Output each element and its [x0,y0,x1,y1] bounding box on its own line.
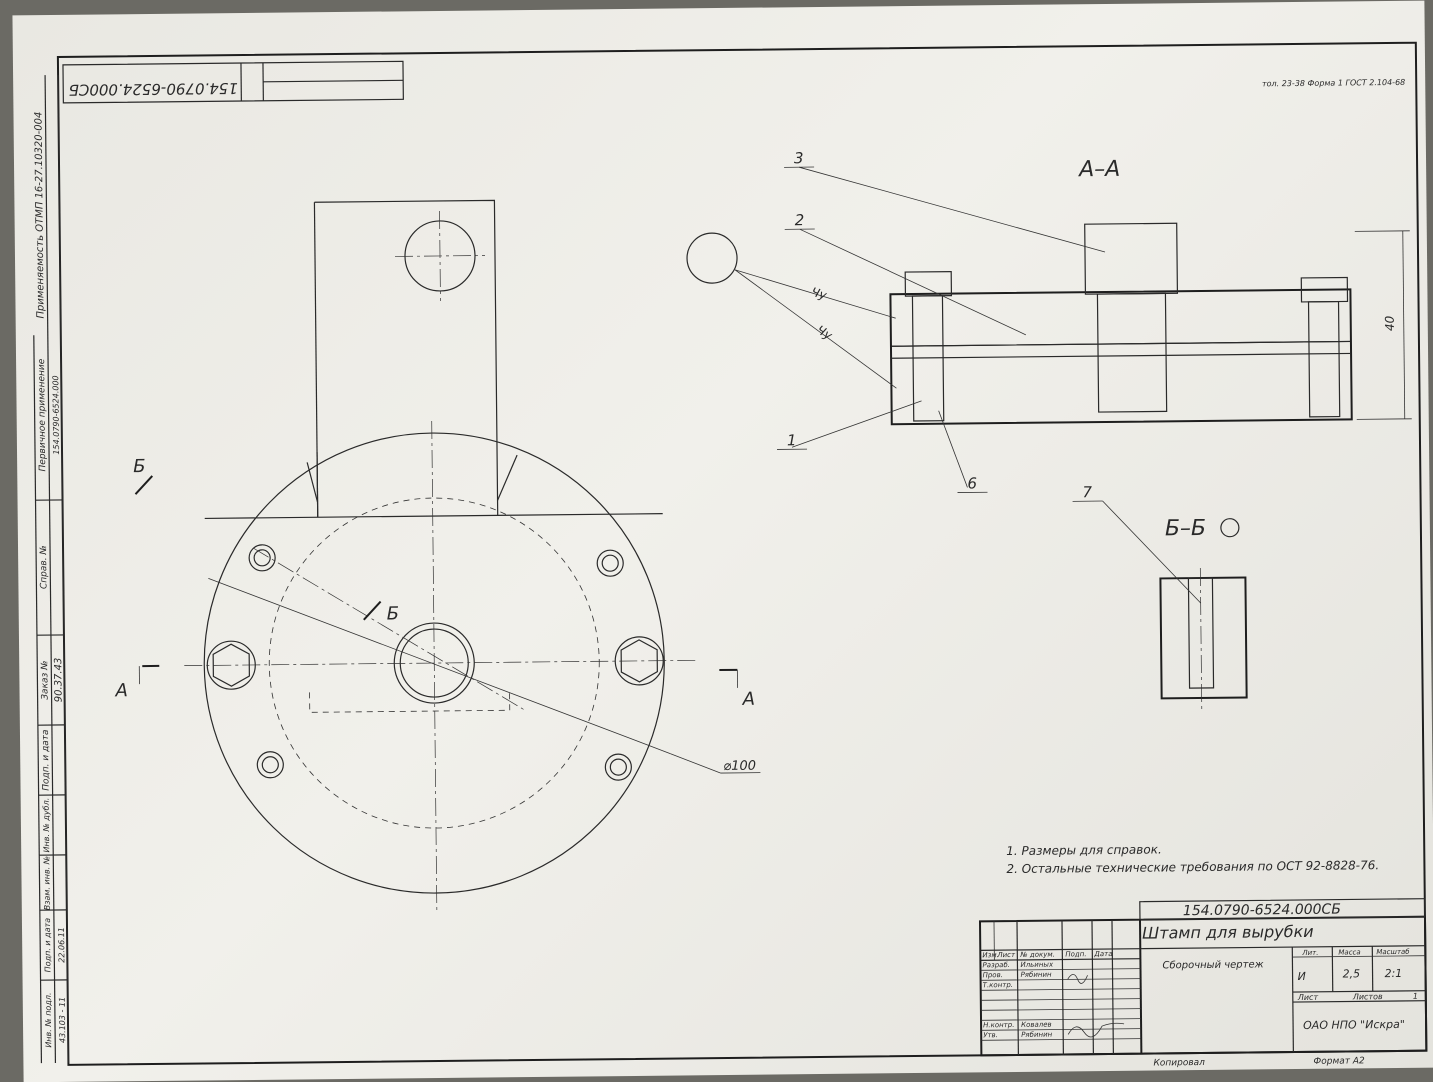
title-block: Изм. Лист № докум. Подп. Дата Разраб. Ил… [980,899,1427,1071]
pin-bottom-right [605,754,631,780]
pin-top-right [597,550,623,576]
strip-order-value: 90.37.43 [53,658,64,703]
balloon-2: 2 [795,211,805,229]
balloon-6: 6 [967,474,977,492]
top-right-note: тол. 23-38 Форма 1 ГОСТ 2.104-68 [1262,78,1405,88]
tb-org: ОАО НПО "Искра" [1303,1018,1405,1032]
pin-bottom-left [257,752,283,778]
tb-name-check: Рябинин [1021,971,1053,979]
strip-applicability: Применяемость ОТМП 16-27.10320-004 [33,112,46,319]
roughness-circle [687,233,738,284]
strip-sign-date: Подп. и дата [41,729,52,790]
tb-sheets-value: 1 [1413,992,1418,1001]
section-bb-title: Б–Б [1165,516,1206,541]
strip-primary-use: Первичное применение [37,358,48,471]
tb-lit-label: Лит. [1301,949,1318,957]
tb-col-doc: № докум. [1019,951,1055,959]
balloon-1: 1 [787,431,797,449]
tb-doc-type: Сборочный чертеж [1162,958,1263,971]
tb-designation: 154.0790-6524.000СБ [1183,902,1341,920]
signature-ncontrol [1068,1023,1124,1037]
strip-inv-orig-value: 43.103 - 11 [58,997,67,1043]
section-b-b: Б–Б [1103,500,1247,714]
tb-role-ncontrol: Н.контр. [983,1021,1014,1029]
tb-name-approve: Рябинин [1021,1031,1053,1039]
tb-mass-label: Масса [1338,948,1360,956]
pin-top-left [249,545,275,571]
left-margin-strip: Первичное применение 154.0790-6524.000 П… [31,75,68,1063]
cut-a-right: А [742,689,756,710]
cut-b-top: Б [133,456,146,477]
strip-ref-label: Справ. № [39,545,49,589]
technical-notes: 1. Размеры для справок. 2. Остальные тех… [1006,840,1379,876]
margin-stamp: 154.0790-6524.000СБ [63,61,403,103]
tb-name: Штамп для вырубки [1142,922,1314,943]
drawing-sheet: 154.0790-6524.000СБ тол. 23-38 Форма 1 Г… [12,1,1433,1082]
tb-mass-value: 2,5 [1342,967,1360,980]
tb-name-ncontrol: Ковалев [1021,1021,1052,1029]
tb-scale-label: Масштаб [1376,948,1410,956]
strip-date-value: 22.06.11 [57,927,66,963]
cut-b-center: Б [387,603,400,624]
punch-head [1085,223,1178,294]
tb-scale-value: 2:1 [1384,967,1402,980]
margin-stamp-number: 154.0790-6524.000СБ [68,79,238,99]
tb-lit-value: И [1298,970,1306,983]
strip-inv-replace: Взам. инв. № [42,856,52,910]
note-1: 1. Размеры для справок. [1006,842,1162,858]
tb-col-list: Лист [996,951,1016,959]
diameter-label: ⌀100 [723,759,756,774]
punch-body [1097,293,1166,412]
dimension-40: 40 [1383,315,1397,331]
strip-sign-date-2: Подп. и дата [43,918,53,973]
section-bb-rotate-mark [1221,519,1239,537]
strip-primary-use-value: 154.0790-6524.000 [51,375,61,454]
tb-role-tcontrol: Т.контр. [983,981,1013,989]
tb-col-sign: Подп. [1065,950,1086,958]
balloon-7: 7 [1082,483,1092,501]
tb-name-dev: Ильиных [1020,961,1054,969]
tb-role-dev: Разраб. [982,961,1010,969]
cut-a-left: А [114,680,128,701]
tb-col-date: Дата [1093,950,1112,958]
strip-order-label: Заказ № [40,660,50,699]
strip-inv-orig: Инв. № подл. [44,992,54,1047]
section-aa-title: А–А [1077,157,1120,182]
assembly-drawing: 154.0790-6524.000СБ тол. 23-38 Форма 1 Г… [12,1,1433,1082]
strip-inv-dubl: Инв. № дубл. [42,798,52,853]
plan-view: ⌀100 А А Б Б [109,198,761,915]
tb-format: Формат A2 [1313,1056,1365,1067]
tb-role-check: Пров. [983,971,1003,979]
tb-sheets-label: Листов [1352,992,1383,1001]
roughness-label-2: Чу [814,323,835,343]
tb-role-approve: Утв. [983,1031,998,1039]
tb-sheet-label: Лист [1297,993,1319,1002]
tb-copied: Копировал [1153,1058,1205,1069]
roughness-label-1: Чу [810,285,830,303]
note-2: 2. Остальные технические требования по О… [1006,858,1379,876]
balloon-3: 3 [794,149,804,167]
